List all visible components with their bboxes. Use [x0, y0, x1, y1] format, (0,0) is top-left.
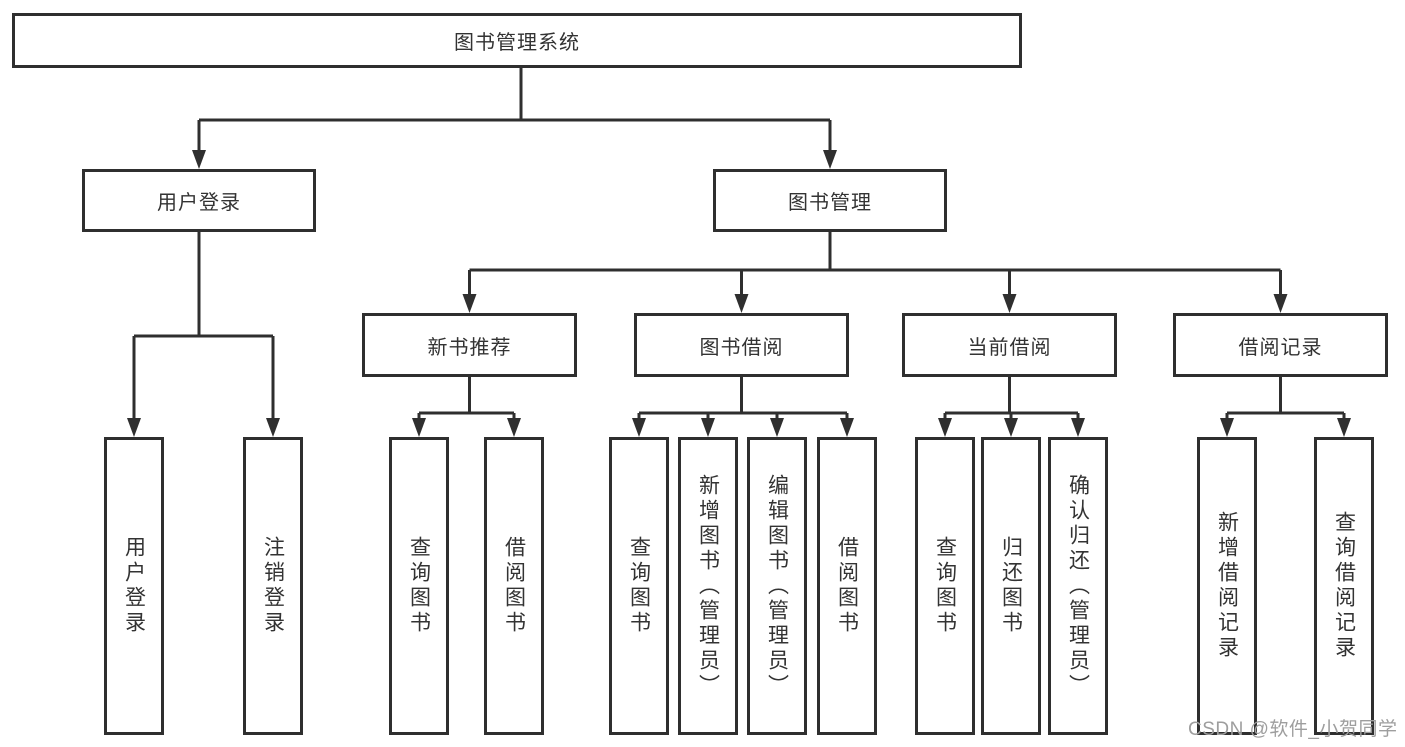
node-book-management: 图书管理: [713, 169, 947, 232]
node-new-book-recommend: 新书推荐: [362, 313, 577, 377]
leaf-borrow-books: 借阅图书: [817, 437, 877, 735]
connector-root-to-level2: [192, 68, 837, 169]
connector-user-login-branch: [127, 232, 280, 437]
node-system-root: 图书管理系统: [12, 13, 1022, 68]
leaf-return-books: 归还图书: [981, 437, 1041, 735]
leaf-query-books-recommend: 查询图书: [389, 437, 449, 735]
node-borrow-records: 借阅记录: [1173, 313, 1388, 377]
leaf-borrow-books-recommend: 借阅图书: [484, 437, 544, 735]
leaf-query-borrow-record: 查询借阅记录: [1314, 437, 1374, 735]
connector-book-borrow-group: [632, 377, 854, 437]
leaf-add-books-admin: 新增图书（管理员）: [678, 437, 738, 735]
node-book-borrow: 图书借阅: [634, 313, 849, 377]
connector-borrow-records-group: [1220, 377, 1351, 437]
leaf-confirm-return-admin: 确认归还（管理员）: [1048, 437, 1108, 735]
connector-current-borrow-group: [938, 377, 1085, 437]
leaf-edit-books-admin: 编辑图书（管理员）: [747, 437, 807, 735]
leaf-query-books-current: 查询图书: [915, 437, 975, 735]
leaf-logout: 注销登录: [243, 437, 303, 735]
leaf-add-borrow-record: 新增借阅记录: [1197, 437, 1257, 735]
node-user-login-branch: 用户登录: [82, 169, 316, 232]
leaf-query-books-borrow: 查询图书: [609, 437, 669, 735]
leaf-user-login: 用户登录: [104, 437, 164, 735]
node-current-borrow: 当前借阅: [902, 313, 1117, 377]
connector-new-book-group: [412, 377, 521, 437]
csdn-watermark: CSDN @软件_小贺同学: [1188, 719, 1398, 740]
connector-book-management-branch: [462, 232, 1288, 313]
